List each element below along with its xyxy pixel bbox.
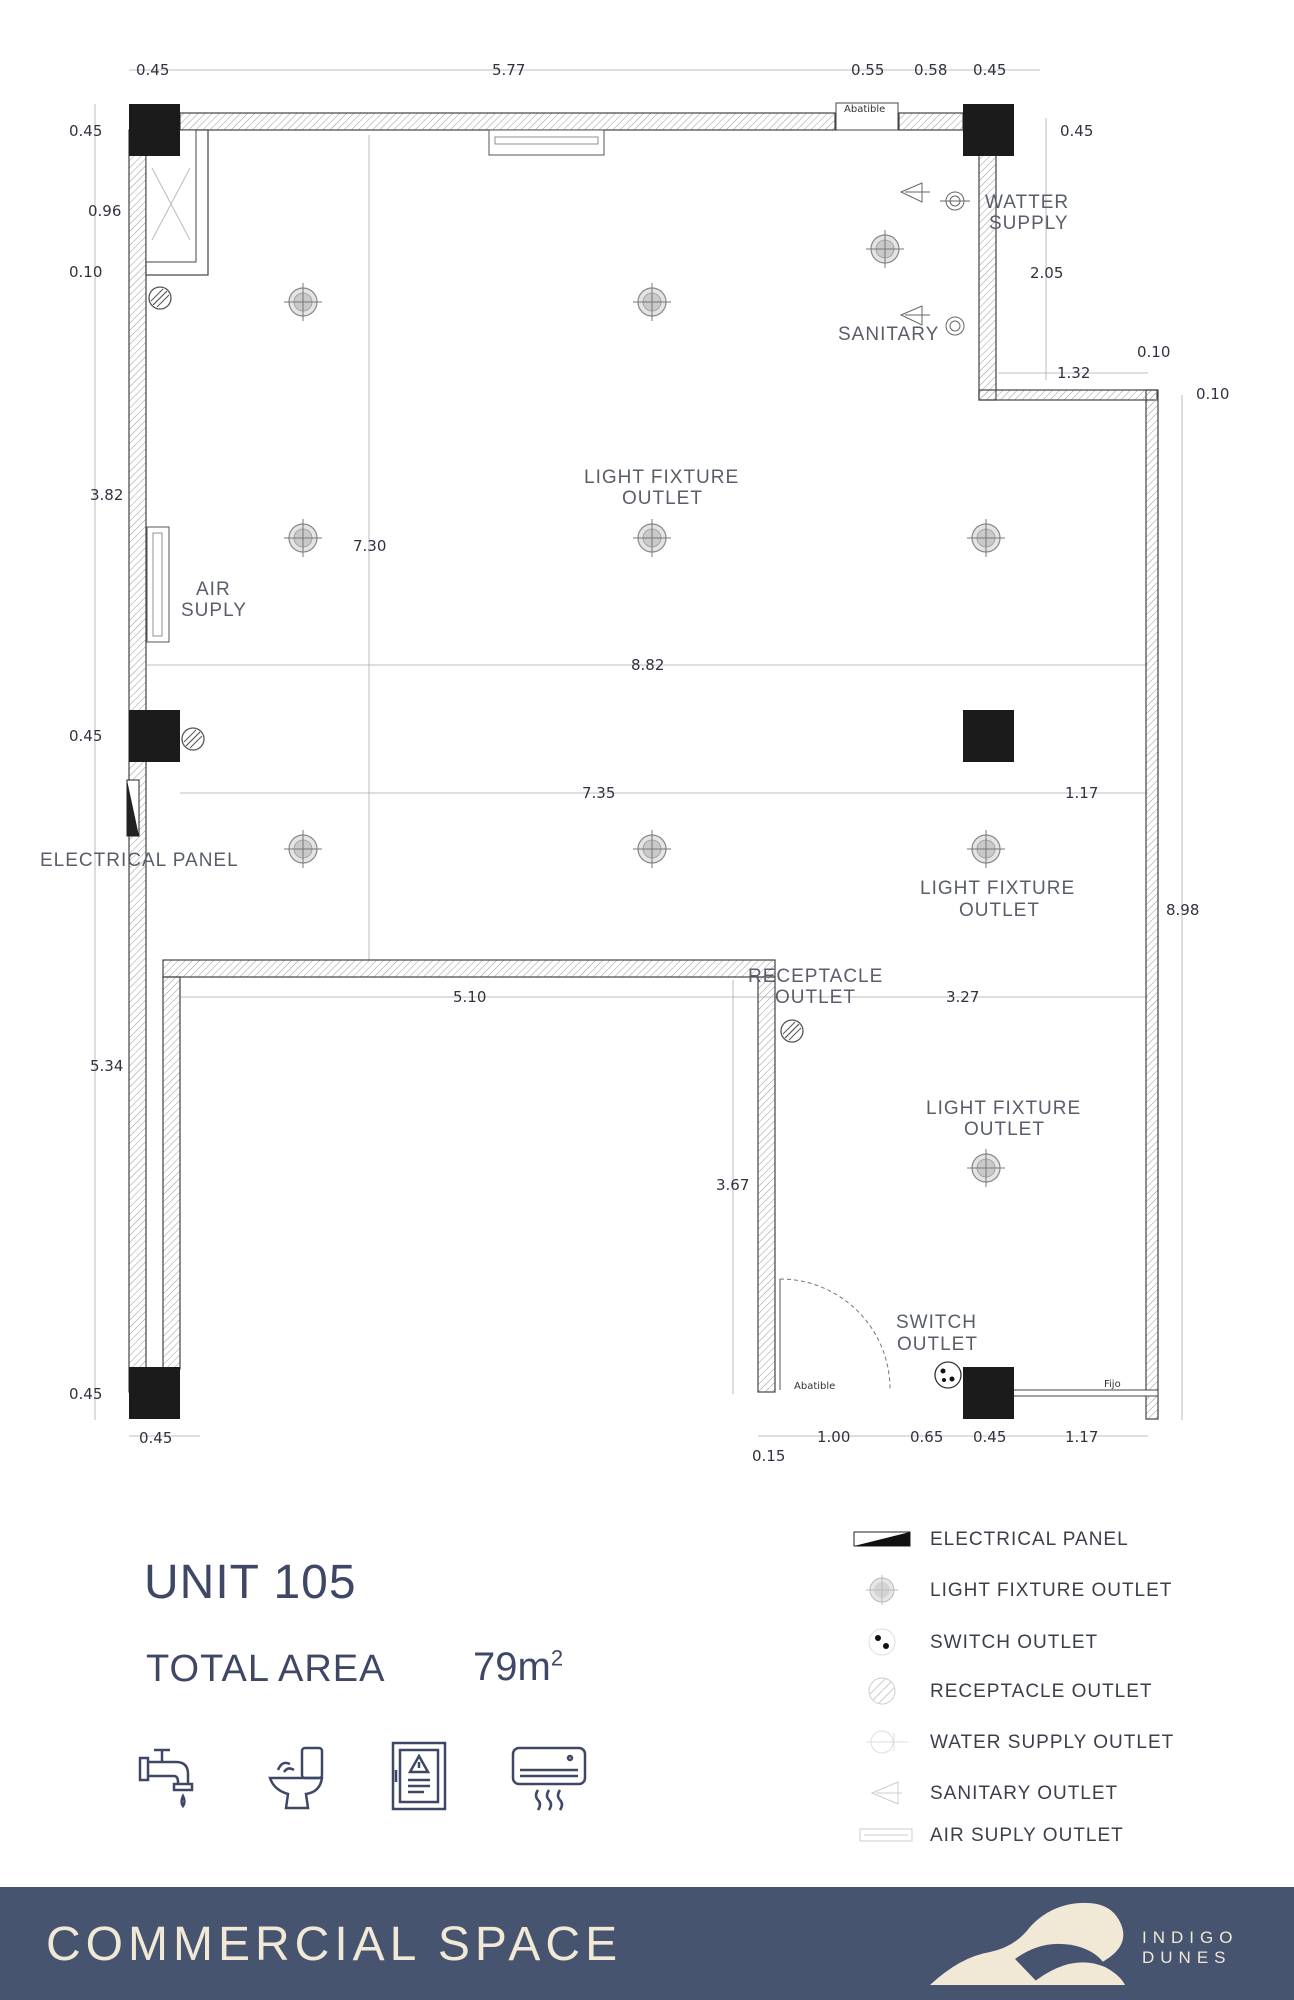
- columns: [129, 104, 1014, 1419]
- electrical-panel-symbol-icon: [853, 1531, 911, 1547]
- svg-text:0.45: 0.45: [1060, 122, 1093, 140]
- svg-text:SUPLY: SUPLY: [181, 600, 247, 621]
- svg-text:0.45: 0.45: [139, 1429, 172, 1447]
- svg-text:RECEPTACLE: RECEPTACLE: [748, 966, 883, 987]
- svg-text:1.17: 1.17: [1065, 1428, 1098, 1446]
- svg-text:5.10: 5.10: [453, 988, 486, 1006]
- sanitary-symbol-icon: [870, 1781, 902, 1805]
- svg-text:SWITCH: SWITCH: [896, 1312, 977, 1333]
- svg-text:OUTLET: OUTLET: [897, 1334, 978, 1355]
- switch-symbol-icon: [868, 1628, 896, 1656]
- svg-text:3.82: 3.82: [90, 486, 123, 504]
- svg-text:3.67: 3.67: [716, 1176, 749, 1194]
- svg-text:OUTLET: OUTLET: [964, 1119, 1045, 1140]
- svg-text:0.65: 0.65: [910, 1428, 943, 1446]
- svg-text:0.10: 0.10: [69, 263, 102, 281]
- svg-text:LIGHT FIXTURE: LIGHT FIXTURE: [584, 467, 739, 488]
- svg-text:0.96: 0.96: [88, 202, 121, 220]
- svg-text:0.45: 0.45: [973, 1428, 1006, 1446]
- svg-text:Abatible: Abatible: [794, 1381, 835, 1392]
- svg-text:2.05: 2.05: [1030, 264, 1063, 282]
- svg-text:SUPPLY: SUPPLY: [989, 213, 1069, 234]
- door-swing: [779, 1278, 891, 1391]
- svg-text:0.15: 0.15: [752, 1447, 785, 1465]
- water-sanitary-symbols: [899, 182, 970, 336]
- svg-text:Abatible: Abatible: [844, 104, 885, 115]
- air-conditioner-icon: [511, 1746, 587, 1811]
- light-fixture-symbol-icon: [866, 1575, 898, 1605]
- footer-banner: COMMERCIAL SPACE: [0, 1887, 1294, 2000]
- svg-text:0.45: 0.45: [973, 61, 1006, 79]
- indigo-dunes-logo-icon: [930, 1902, 1125, 1985]
- room-labels: WATTER SUPPLY SANITARY LIGHT FIXTURE OUT…: [40, 104, 1121, 1392]
- footer-title: COMMERCIAL SPACE: [46, 1918, 623, 1971]
- svg-text:7.30: 7.30: [353, 537, 386, 555]
- svg-text:SANITARY: SANITARY: [838, 324, 939, 345]
- dimension-labels: 0.45 5.77 0.55 0.58 0.45 0.45 0.96 0.10 …: [69, 61, 1229, 1465]
- svg-text:0.55: 0.55: [851, 61, 884, 79]
- svg-text:8.82: 8.82: [631, 656, 664, 674]
- total-area-label: TOTAL AREA: [146, 1648, 386, 1690]
- svg-text:LIGHT FIXTURE: LIGHT FIXTURE: [926, 1098, 1081, 1119]
- svg-text:Fijo: Fijo: [1104, 1379, 1121, 1390]
- svg-text:0.45: 0.45: [136, 61, 169, 79]
- light-fixtures: [283, 229, 1006, 1188]
- water-supply-symbol-icon: [866, 1730, 908, 1754]
- svg-text:WATTER: WATTER: [985, 192, 1069, 213]
- svg-text:8.98: 8.98: [1166, 901, 1199, 919]
- total-area-value: 79m2: [473, 1645, 564, 1689]
- dimension-lines: [94, 69, 1183, 1437]
- svg-text:ELECTRICAL PANEL: ELECTRICAL PANEL: [40, 850, 239, 871]
- floor-plan: 0.45 5.77 0.55 0.58 0.45 0.45 0.96 0.10 …: [40, 61, 1229, 1465]
- svg-text:3.27: 3.27: [946, 988, 979, 1006]
- switch-outlet: [934, 1361, 962, 1389]
- air-supply-symbol-icon: [859, 1828, 913, 1842]
- receptacle-outlets: [148, 286, 804, 1043]
- svg-text:1.00: 1.00: [817, 1428, 850, 1446]
- svg-text:OUTLET: OUTLET: [959, 900, 1040, 921]
- svg-text:7.35: 7.35: [582, 784, 615, 802]
- svg-text:0.45: 0.45: [69, 122, 102, 140]
- svg-text:0.10: 0.10: [1196, 385, 1229, 403]
- receptacle-symbol-icon: [868, 1677, 896, 1705]
- svg-text:1.17: 1.17: [1065, 784, 1098, 802]
- svg-text:5.34: 5.34: [90, 1057, 123, 1075]
- svg-text:5.77: 5.77: [492, 61, 525, 79]
- toilet-icon: [268, 1746, 324, 1810]
- svg-text:0.45: 0.45: [69, 1385, 102, 1403]
- svg-text:0.58: 0.58: [914, 61, 947, 79]
- water-faucet-icon: [138, 1748, 194, 1809]
- unit-name: UNIT 105: [144, 1556, 357, 1609]
- electrical-panel-icon: [391, 1741, 447, 1811]
- svg-text:0.45: 0.45: [69, 727, 102, 745]
- svg-text:OUTLET: OUTLET: [775, 987, 856, 1008]
- svg-text:1.32: 1.32: [1057, 364, 1090, 382]
- svg-text:AIR: AIR: [196, 579, 231, 600]
- svg-text:LIGHT FIXTURE: LIGHT FIXTURE: [920, 878, 1075, 899]
- svg-text:0.10: 0.10: [1137, 343, 1170, 361]
- svg-text:OUTLET: OUTLET: [622, 488, 703, 509]
